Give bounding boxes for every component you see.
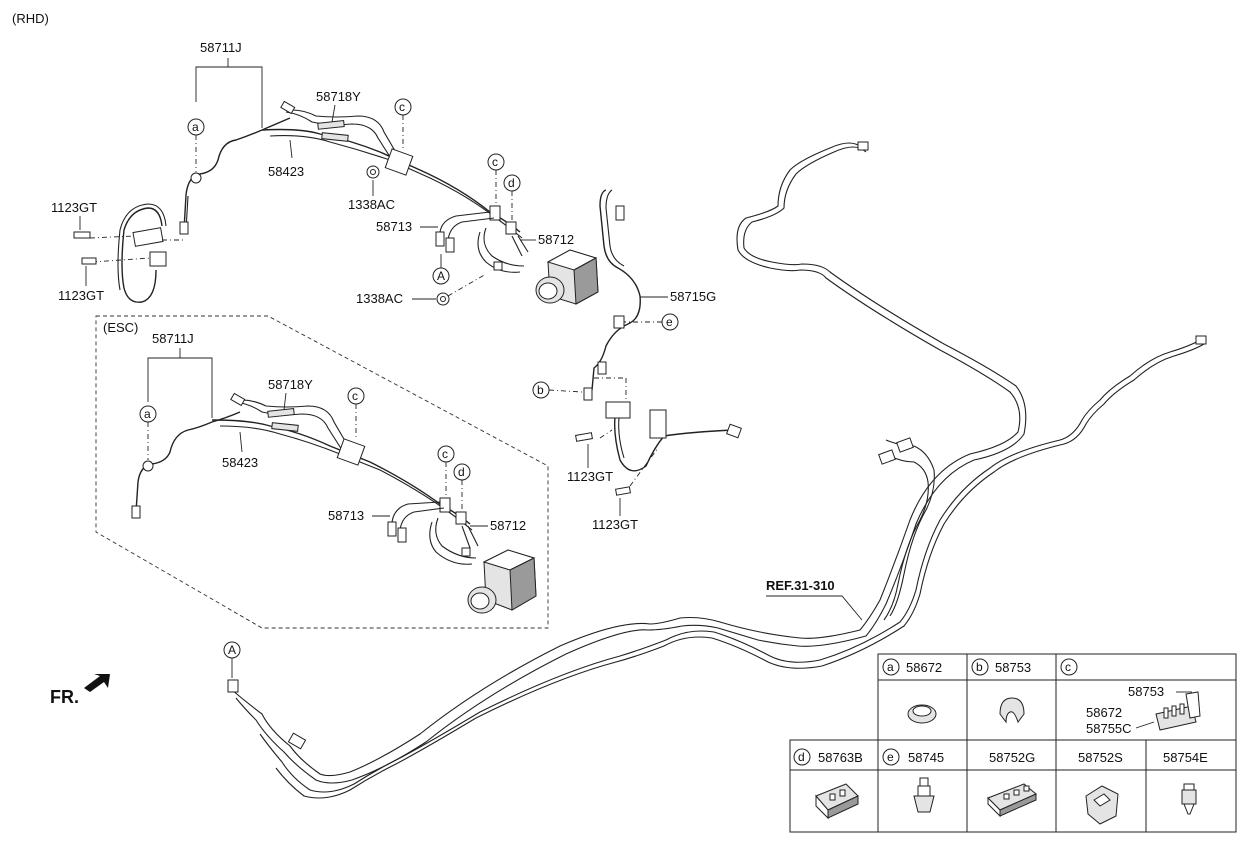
svg-text:c: c [1065,660,1071,674]
esc-label-58712: 58712 [490,518,526,533]
label-58423: 58423 [268,164,304,179]
front-label: FR. [50,687,79,707]
legend-part-58672: 58672 [906,660,942,675]
c-part-58753: 58753 [1128,684,1164,699]
label-1338ac-top: 1338AC [348,197,395,212]
rhd-label: (RHD) [12,11,49,26]
svg-text:A: A [228,643,236,657]
clip-e-icon [913,777,935,813]
legend-part-58752s: 58752S [1078,750,1123,765]
esc-variant-box: (ESC) 58711J a 58718Y 58423 c c d [95,315,549,629]
front-direction-indicator: FR. [50,674,110,707]
label-1123gt-bottom: 1123GT [58,288,104,303]
svg-text:b: b [537,383,544,397]
main-brake-line-assembly: 58711J a 58718Y 58423 c 1338AC [179,40,599,306]
legend-part-58763b: 58763B [818,750,863,765]
svg-text:c: c [492,155,498,169]
esc-label-58711j: 58711J [152,331,194,346]
c-part-58672: 58672 [1086,705,1122,720]
svg-text:b: b [976,660,983,674]
legend-part-58753: 58753 [995,660,1031,675]
clip-58752s-icon [1085,785,1119,825]
legend-part-58745: 58745 [908,750,944,765]
svg-text:d: d [798,750,805,764]
parts-legend-table: a 58672 b 58753 c 58753 58672 58755C d 5… [789,653,1237,833]
rear-line-58715g: 58715G e b 1123GT 1123GT [532,189,742,532]
svg-text:c: c [442,447,448,461]
abs-module-esc [467,549,537,614]
label-58718y: 58718Y [316,89,361,104]
ref-label: REF.31-310 [766,578,835,593]
clip-c-icon [1155,691,1201,731]
label-58711j: 58711J [200,40,242,55]
label-1123gt-mid1: 1123GT [567,469,613,484]
legend-part-58754e: 58754E [1163,750,1208,765]
c-part-58755c: 58755C [1086,721,1132,736]
clip-d-icon [815,783,859,820]
svg-text:e: e [666,315,673,329]
label-1123gt-mid2: 1123GT [592,517,638,532]
clip-58752g-icon [987,783,1037,818]
svg-text:A: A [437,269,445,283]
svg-text:a: a [192,120,199,134]
label-1338ac-bottom: 1338AC [356,291,403,306]
label-1123gt-top: 1123GT [51,200,97,215]
svg-text:e: e [887,750,894,764]
clip-b-icon [999,697,1025,724]
svg-text:d: d [458,465,465,479]
esc-label-58713: 58713 [328,508,364,523]
esc-label: (ESC) [103,320,138,335]
svg-text:c: c [352,389,358,403]
svg-text:d: d [508,176,515,190]
svg-text:a: a [887,660,894,674]
esc-label-58718y: 58718Y [268,377,313,392]
label-58713: 58713 [376,219,412,234]
esc-label-58423: 58423 [222,455,258,470]
abs-module-main [535,249,599,305]
chassis-brake-lines: REF.31-310 A [223,141,1207,799]
legend-part-58752g: 58752G [989,750,1035,765]
svg-text:c: c [399,100,405,114]
bleeder-58754e-icon [1181,783,1197,815]
label-58715g: 58715G [670,289,716,304]
label-58712: 58712 [538,232,574,247]
left-hose-bracket: 1123GT 1123GT [51,200,184,303]
svg-text:a: a [144,407,151,421]
front-arrow-icon [84,674,110,692]
